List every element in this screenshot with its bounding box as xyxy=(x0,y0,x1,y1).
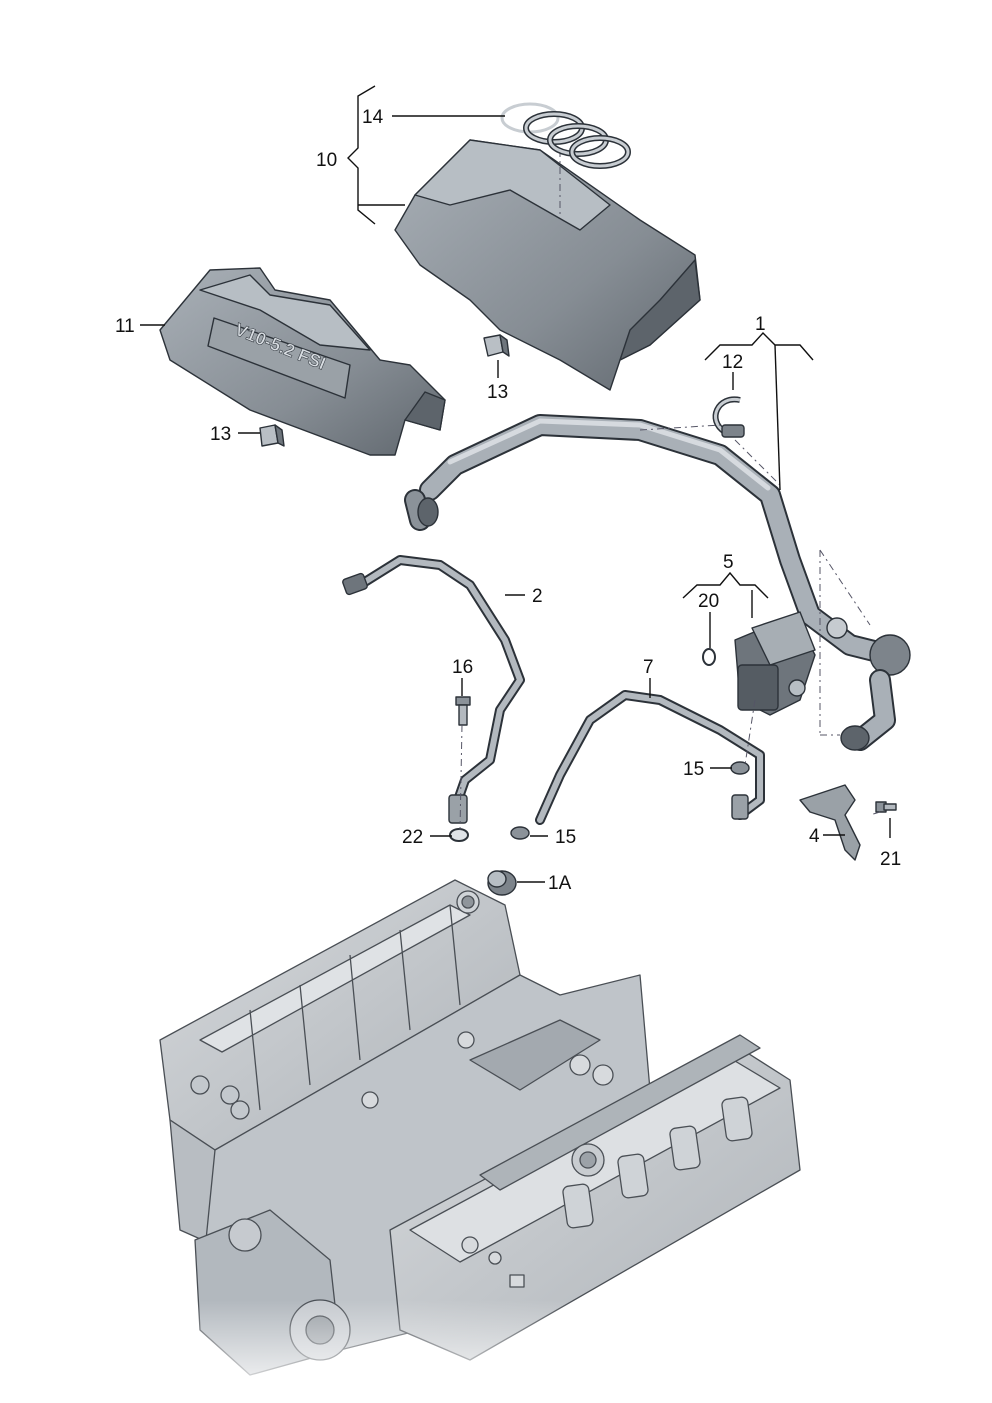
label-13-lower: 13 xyxy=(210,424,231,445)
hose-clamp-12[interactable] xyxy=(712,396,745,438)
hose-2[interactable] xyxy=(342,555,525,824)
o-ring-20[interactable] xyxy=(702,648,716,666)
bolt-16[interactable] xyxy=(455,696,471,726)
hose-7[interactable] xyxy=(535,690,765,825)
label-1A: 1A xyxy=(548,873,572,894)
label-11: 11 xyxy=(115,316,135,337)
engine-cover[interactable] xyxy=(394,139,701,391)
bolt-21[interactable] xyxy=(875,801,897,813)
callout-labels: 14 10 11 13 13 1 12 2 5 20 16 7 15 15 22… xyxy=(115,107,901,894)
assembly-lines xyxy=(459,424,881,831)
side-engine-cover[interactable]: V10-5.2 FSI xyxy=(159,267,446,456)
label-2: 2 xyxy=(532,586,543,607)
label-12: 12 xyxy=(722,352,743,373)
label-15-lower: 15 xyxy=(555,827,576,848)
hose-clamp-15-upper[interactable] xyxy=(730,761,750,775)
label-21: 21 xyxy=(880,849,901,870)
label-14: 14 xyxy=(362,107,384,128)
breather-hose[interactable] xyxy=(404,414,911,751)
engine-block xyxy=(150,879,850,1403)
coil-openings xyxy=(562,1096,753,1229)
label-7: 7 xyxy=(643,657,654,678)
label-22: 22 xyxy=(402,827,423,848)
label-4: 4 xyxy=(809,826,820,847)
pcv-valve-5[interactable] xyxy=(734,611,816,716)
four-rings-logo-icon[interactable] xyxy=(500,102,631,169)
leader-lines xyxy=(140,85,891,883)
bracket-4[interactable] xyxy=(799,784,861,861)
label-13-upper: 13 xyxy=(487,382,508,403)
label-16: 16 xyxy=(452,657,473,678)
hose-clamp-15-lower[interactable] xyxy=(510,826,530,840)
clip-13-upper[interactable] xyxy=(483,334,510,357)
label-15-upper: 15 xyxy=(683,759,704,780)
label-5: 5 xyxy=(723,552,734,573)
clip-13-lower[interactable] xyxy=(259,424,285,447)
label-1: 1 xyxy=(755,314,766,335)
plug-1A[interactable] xyxy=(487,870,517,896)
label-20: 20 xyxy=(698,591,719,612)
seal-22[interactable] xyxy=(449,828,469,842)
label-10: 10 xyxy=(316,150,337,171)
